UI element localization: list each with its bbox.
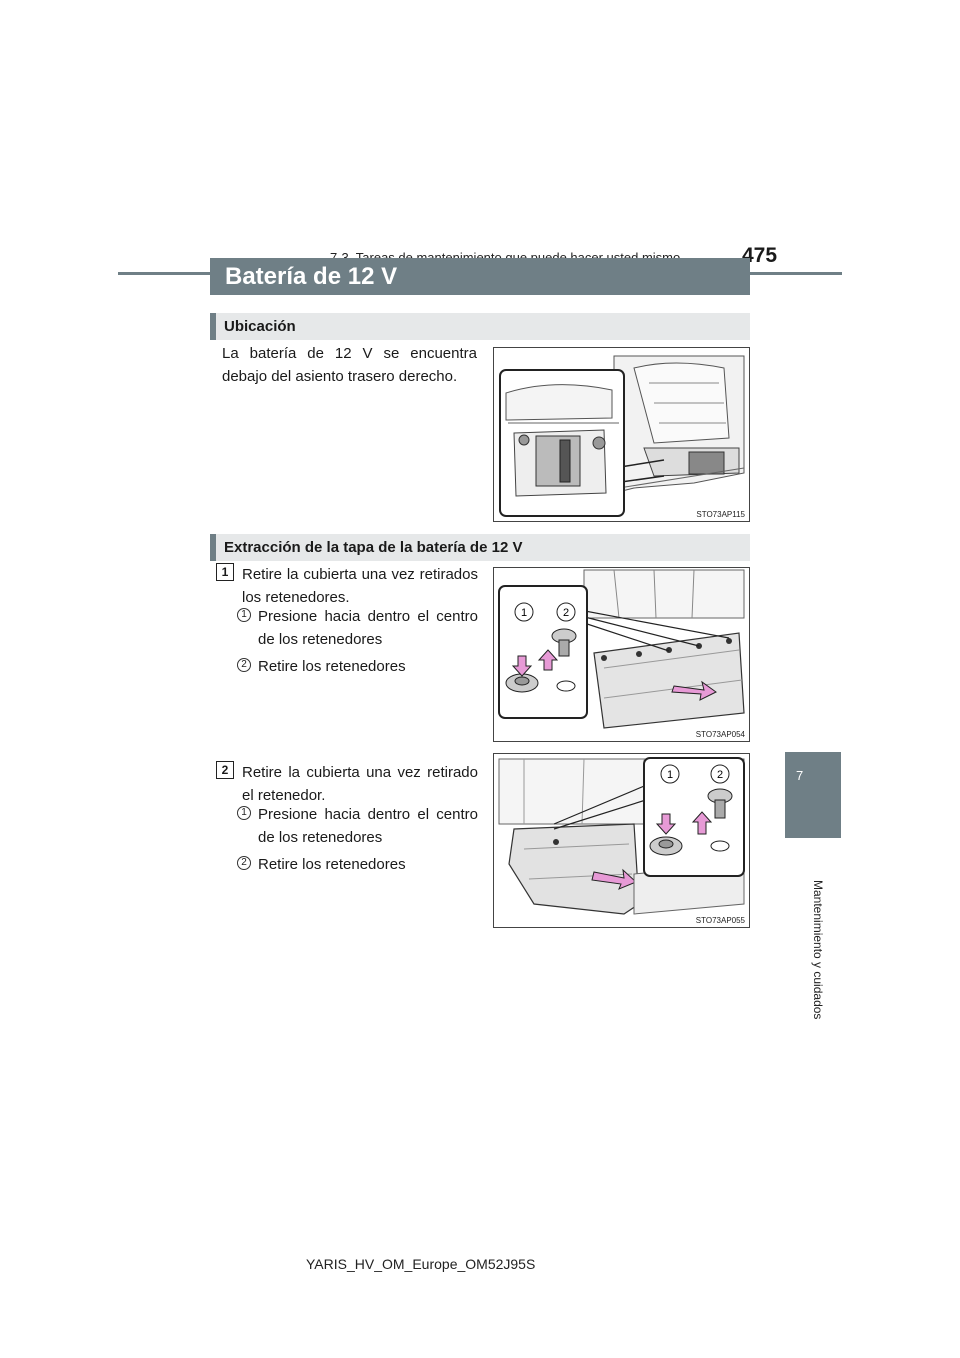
substep-number: 1 xyxy=(237,804,251,820)
step1-figure: 1 2 STO73AP054 xyxy=(493,567,750,742)
substep-number: 1 xyxy=(237,606,251,622)
figure-label: 2 xyxy=(717,769,723,781)
chapter-label: Mantenimiento y cuidados xyxy=(811,880,825,1020)
location-heading: Ubicación xyxy=(210,313,750,340)
substep-text: Presione hacia dentro el centro de los r… xyxy=(258,806,478,846)
step-text: Retire la cubierta una vez retirado el r… xyxy=(242,764,478,804)
substep-text: Retire los retenedores xyxy=(258,658,406,675)
step-text: Retire la cubierta una vez retirados los… xyxy=(242,566,478,606)
substep-number: 2 xyxy=(237,656,251,672)
figure-code: STO73AP115 xyxy=(696,510,745,519)
substep-text: Presione hacia dentro el centro de los r… xyxy=(258,608,478,648)
location-text: La batería de 12 V se encuentra debajo d… xyxy=(222,345,477,385)
figure-code: STO73AP055 xyxy=(695,916,745,925)
battery-location-illustration xyxy=(499,355,745,517)
substep-text: Retire los retenedores xyxy=(258,856,406,873)
page-number: 475 xyxy=(742,244,778,267)
step2-figure: 1 2 STO73AP055 xyxy=(493,753,750,928)
cover-retainers-illustration: 1 2 xyxy=(498,569,745,729)
document-footer: YARIS_HV_OM_Europe_OM52J95S xyxy=(306,1256,536,1272)
chapter-number: 7 xyxy=(796,768,804,783)
figure-label: 1 xyxy=(521,607,527,619)
section-title: Batería de 12 V xyxy=(210,258,750,295)
substep-number: 2 xyxy=(237,854,251,870)
figure-label: 1 xyxy=(667,769,673,781)
location-figure: STO73AP115 xyxy=(493,347,750,522)
step-number: 1 xyxy=(216,563,234,581)
step-number: 2 xyxy=(216,761,234,779)
removal-heading: Extracción de la tapa de la batería de 1… xyxy=(210,534,750,561)
side-cover-illustration: 1 2 xyxy=(498,757,745,915)
chapter-tab xyxy=(785,752,841,838)
figure-label: 2 xyxy=(563,607,569,619)
figure-code: STO73AP054 xyxy=(695,730,745,739)
